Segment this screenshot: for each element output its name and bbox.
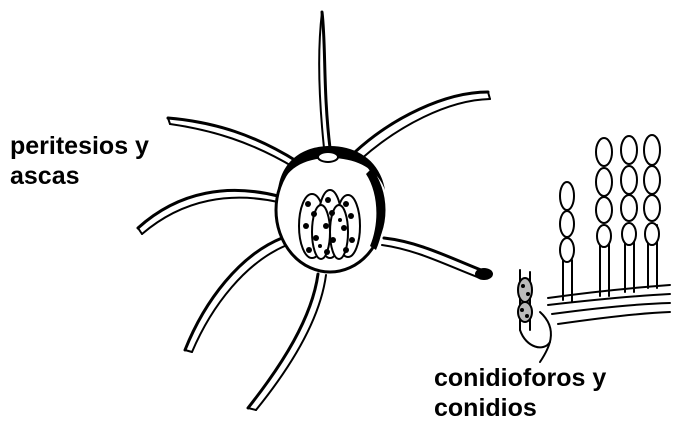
perithecia-label-line1: peritesios y (10, 131, 149, 161)
conidia-chains (518, 135, 660, 322)
conidiophores-drawing (520, 225, 670, 362)
perithecia-label-line2: ascas (10, 161, 149, 191)
conidia-label: conidioforos y conidios (434, 363, 606, 423)
appendage-bottom (248, 274, 318, 408)
conidia-label-line1: conidioforos y (434, 363, 606, 393)
appendage-top (322, 12, 330, 148)
perithecia-label: peritesios y ascas (10, 131, 149, 191)
appendage-right (384, 238, 486, 272)
conidia-label-line2: conidios (434, 393, 606, 423)
